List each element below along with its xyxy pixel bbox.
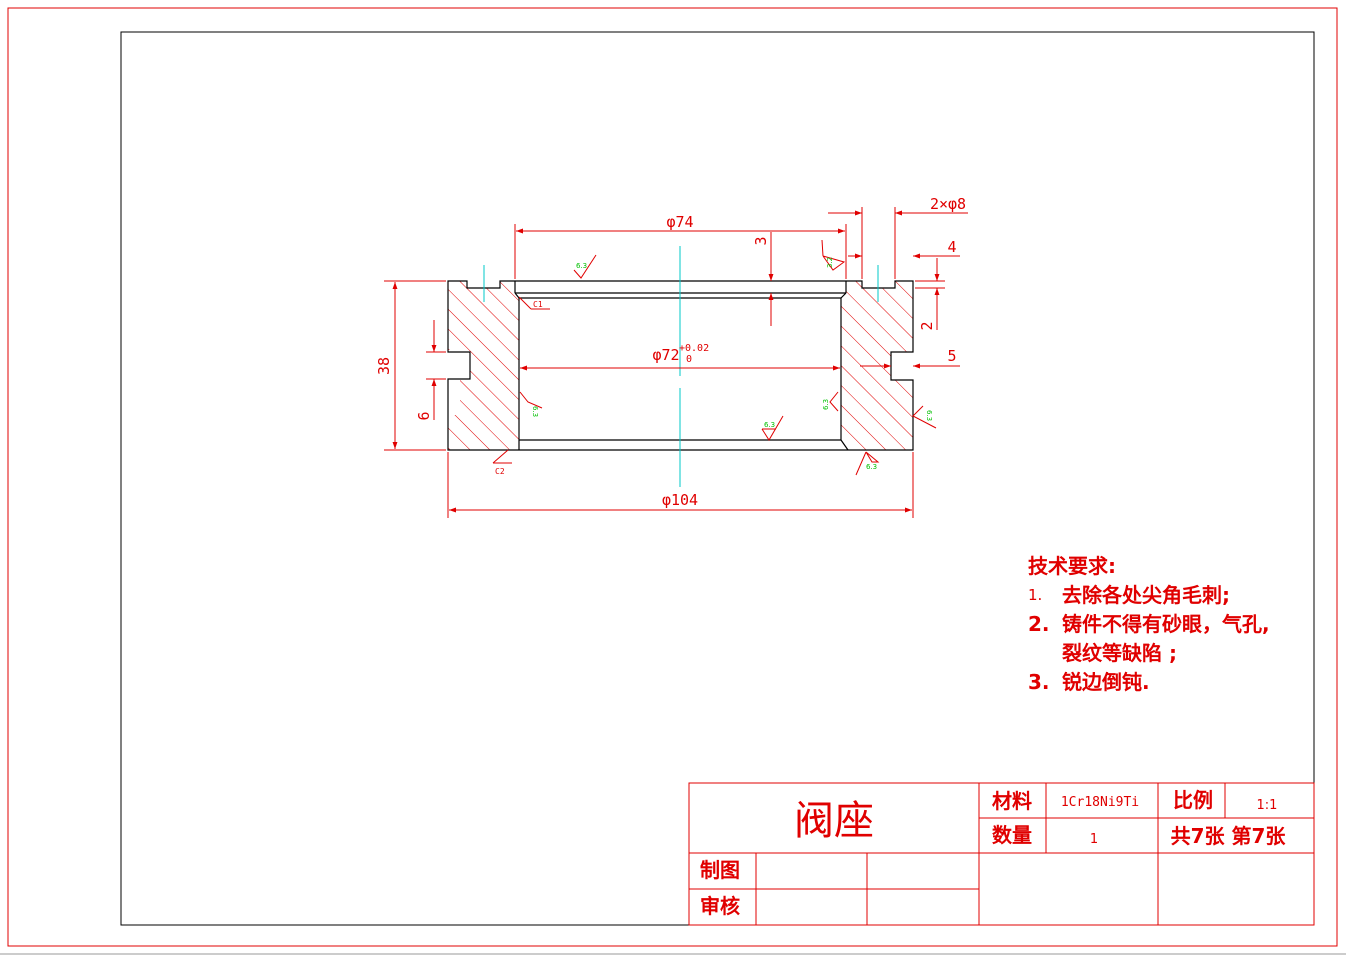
scale-value: 1:1 [1257, 798, 1278, 813]
roughness-r4: 6.3 [822, 399, 830, 410]
roughness-r3: 6.3 [531, 406, 539, 417]
dim-6: 6 [415, 411, 433, 420]
tech-title: 技术要求: [1028, 554, 1116, 578]
tech-item: 2.铸件不得有砂眼，气孔, [1028, 612, 1270, 636]
dim-phi74: φ74 [666, 213, 693, 231]
roughness-r1: 6.3 [576, 262, 587, 270]
title-block [688, 782, 1315, 926]
dim-phi72-tol-upper: +0.02 [679, 343, 709, 354]
tech-item: 3.锐边倒钝. [1028, 670, 1150, 694]
centerlines [483, 246, 879, 487]
dim-4: 4 [947, 238, 956, 256]
outer-frame [7, 7, 1338, 947]
scale-label: 比例 [1173, 788, 1213, 812]
dim-phi104: φ104 [662, 491, 698, 509]
dim-phi72: φ72 [652, 346, 679, 364]
sheet-count: 共7张 第7张 [1171, 824, 1287, 848]
dim-phi72-tol-lower: 0 [686, 354, 692, 365]
chamfer-c2: C2 [495, 467, 505, 476]
dim-2: 2 [918, 321, 936, 330]
chamfer-c1: C1 [533, 300, 543, 309]
tech-item: 裂纹等缺陷 ; [1062, 641, 1177, 665]
roughness-r7: 6.3 [866, 463, 877, 471]
dim-2x-phi8: 2×φ8 [930, 195, 966, 213]
checked-label: 审核 [700, 894, 740, 918]
roughness-r5: 6.3 [764, 421, 775, 429]
roughness-symbols [519, 239, 937, 476]
dim-3: 3 [752, 236, 770, 245]
dim-38: 38 [375, 357, 393, 375]
qty-label: 数量 [992, 823, 1032, 847]
tech-item: 1.去除各处尖角毛刺; [1028, 583, 1230, 607]
drawn-label: 制图 [700, 858, 740, 882]
roughness-r2: 3.2 [826, 257, 834, 268]
roughness-r6: 6.3 [925, 410, 933, 421]
technical-requirements: 技术要求: 1.去除各处尖角毛刺; 2.铸件不得有砂眼，气孔, 裂纹等缺陷 ; … [1028, 552, 1270, 697]
dimension-lines [384, 207, 968, 518]
dim-5: 5 [947, 347, 956, 365]
material-value: 1Cr18Ni9Ti [1061, 795, 1139, 810]
left-section-hatch [448, 281, 519, 450]
qty-value: 1 [1090, 832, 1098, 847]
material-label: 材料 [992, 789, 1032, 813]
part-name: 阀座 [794, 798, 874, 844]
inner-frame [120, 31, 1315, 926]
